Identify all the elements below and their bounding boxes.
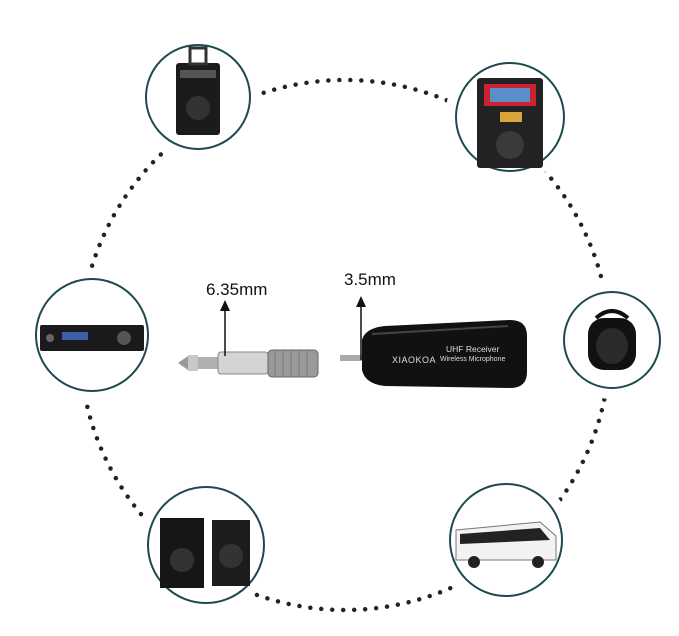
device-karaoke-machine [445, 52, 575, 182]
receiver-brand: XIAOKOA [392, 355, 437, 365]
uhf-receiver [340, 320, 527, 388]
arrow-6-35mm [220, 300, 230, 356]
adapter-size-label: 6.35mm [206, 280, 268, 299]
device-tour-bus [439, 473, 573, 607]
device-amplifier [25, 268, 159, 402]
arrow-3-5mm [356, 296, 366, 360]
receiver-title: UHF Receiver [446, 344, 500, 354]
device-bookshelf-speakers [137, 476, 275, 614]
receiver-subtitle: Wireless Microphone [440, 356, 506, 363]
plug-size-label: 3.5mm [344, 270, 396, 289]
jack-adapter-6-35mm [178, 349, 319, 378]
device-trolley-speaker [135, 34, 261, 160]
device-portable-speaker [553, 281, 671, 399]
